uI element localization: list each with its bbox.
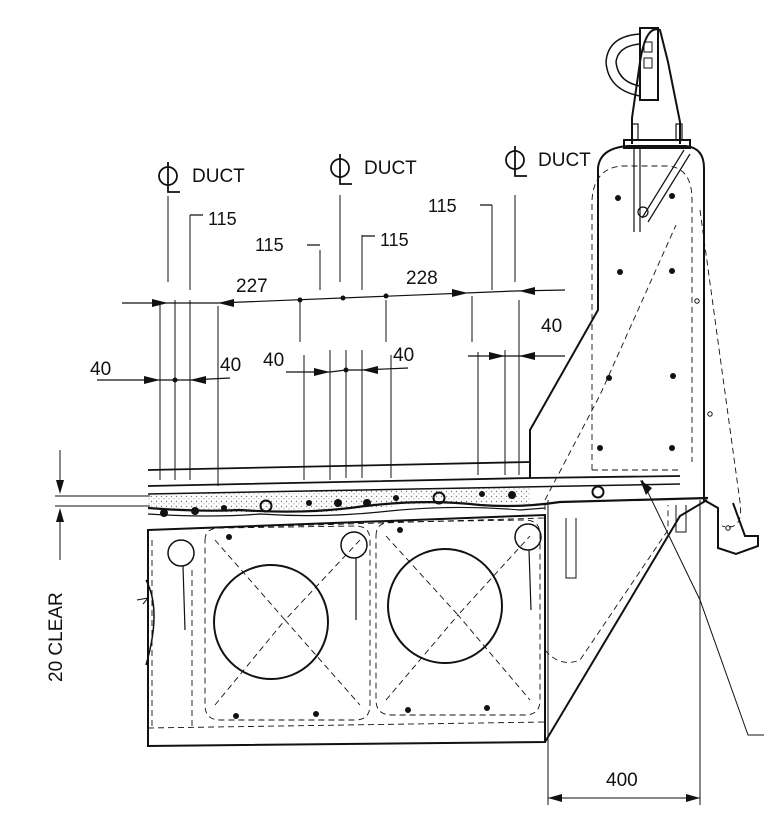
dim-40-d: 40 xyxy=(393,345,414,366)
dim-40-a: 40 xyxy=(90,359,111,380)
arrowheads xyxy=(56,287,700,802)
voided-slab xyxy=(136,513,546,748)
dim-115-c: 115 xyxy=(380,230,409,250)
dim-228: 228 xyxy=(406,268,438,289)
dim-400: 400 xyxy=(606,770,638,791)
topping-bars xyxy=(160,485,605,517)
duct-label-2: DUCT xyxy=(364,158,417,179)
handrail-post xyxy=(605,27,691,232)
centerline-symbol-3 xyxy=(505,146,527,177)
dim-115-b: 115 xyxy=(255,235,284,255)
dim-40-b: 40 xyxy=(220,355,241,376)
duct-label-1: DUCT xyxy=(192,166,245,187)
dim-227: 227 xyxy=(236,276,268,297)
centerline-symbol-1 xyxy=(158,162,180,193)
dim-115-a: 115 xyxy=(208,209,237,229)
clear-cover-label: 20 CLEAR xyxy=(46,592,67,682)
barrier-reinforcement xyxy=(544,165,742,663)
duct-label-3: DUCT xyxy=(538,150,591,171)
barrier-outline xyxy=(529,145,759,743)
dim-40-e: 40 xyxy=(541,316,562,337)
dim-40-c: 40 xyxy=(263,350,284,371)
duct-centerlines xyxy=(159,195,520,486)
centerline-symbol-2 xyxy=(330,154,352,185)
dim-115-d: 115 xyxy=(428,196,457,216)
